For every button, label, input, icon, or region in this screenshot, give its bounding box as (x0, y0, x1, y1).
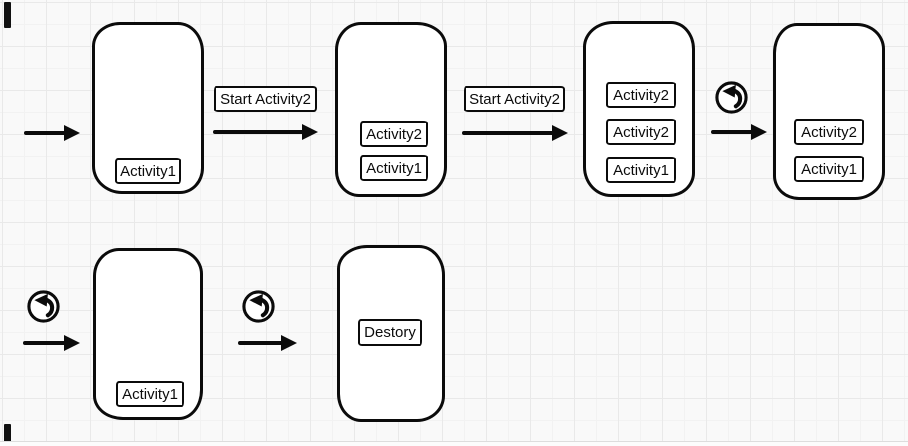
activity-box: Activity2 (606, 119, 676, 145)
activity-box: Activity2 (606, 82, 676, 108)
activity-box: Destory (358, 319, 422, 346)
flow-arrow (711, 124, 767, 140)
phone-screen-6: Destory (337, 245, 445, 422)
canvas-page-edge (0, 441, 908, 446)
flow-arrow (238, 335, 297, 351)
activity-box: Activity1 (360, 155, 428, 181)
transition-label: Start Activity2 (464, 86, 565, 112)
flow-arrow (462, 125, 568, 141)
phone-screen-1: Activity1 (92, 22, 204, 194)
cropped-shape-bottom-left (4, 424, 11, 442)
phone-screen-5: Activity1 (93, 248, 203, 420)
activity-box: Activity1 (116, 381, 184, 407)
flow-arrow (23, 335, 80, 351)
activity-box: Activity1 (606, 157, 676, 183)
phone-screen-2: Activity2 Activity1 (335, 22, 447, 197)
activity-box: Activity1 (794, 156, 864, 182)
phone-screen-3: Activity2 Activity2 Activity1 (583, 21, 695, 197)
cropped-shape-top-left (4, 2, 11, 28)
back-icon (27, 290, 60, 323)
transition-label: Start Activity2 (214, 86, 317, 112)
activity-box: Activity1 (115, 158, 181, 184)
flow-arrow (213, 124, 318, 140)
phone-screen-4: Activity2 Activity1 (773, 23, 885, 200)
activity-box: Activity2 (360, 121, 428, 147)
flow-arrow (24, 125, 80, 141)
back-icon (715, 81, 748, 114)
activity-box: Activity2 (794, 119, 864, 145)
back-icon (242, 290, 275, 323)
